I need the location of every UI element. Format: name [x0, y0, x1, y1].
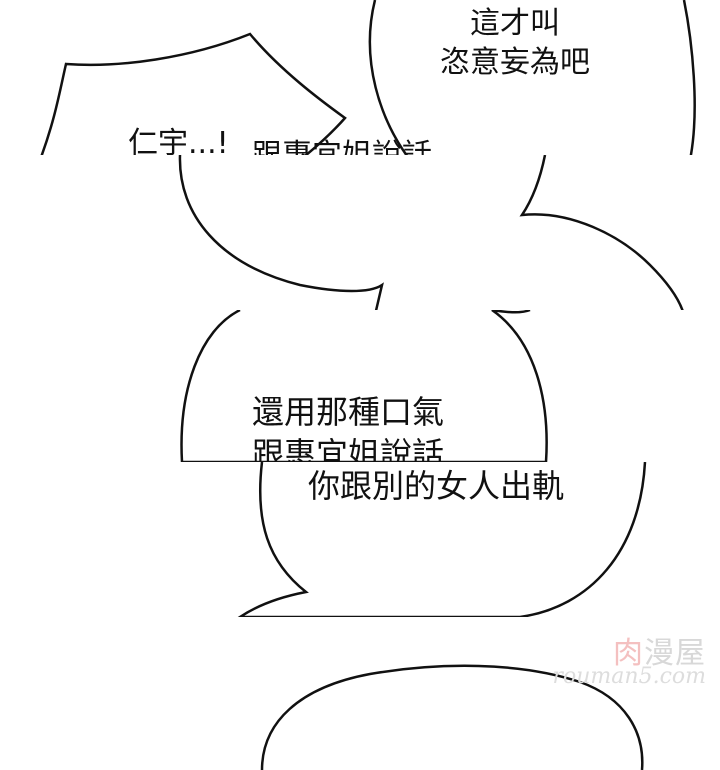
- bubble-line: 恣意妄為吧: [440, 45, 590, 80]
- speech-bubble-top-left: [40, 32, 347, 155]
- speech-bubble-bottom: [260, 664, 644, 770]
- bubble-line: 這才叫: [470, 6, 560, 41]
- bubble-line: 跟惠宜姐說話: [252, 434, 445, 462]
- bubble-text-top-left: 仁宇...!: [128, 124, 229, 155]
- bubble-line: 你跟別的女人出軌: [308, 467, 565, 505]
- panel-top: 這才叫 恣意妄為吧 仁宇...! 跟惠宜姐說話: [0, 0, 720, 155]
- speech-bubble-outline-middle: [180, 310, 548, 462]
- bubble-text-middle: 還用那種口氣 跟惠宜姐說話: [252, 392, 444, 462]
- bubble-line: 跟惠宜姐說話: [252, 136, 432, 155]
- speech-bubble-lower: [237, 462, 647, 617]
- bubble-line: 還用那種口氣: [252, 393, 445, 431]
- bubble-tail-left: [178, 155, 384, 310]
- panel-tails: [0, 155, 720, 310]
- speech-bubble-outline-lower: [237, 462, 647, 617]
- speech-bubble-outline-bottom: [260, 664, 644, 770]
- panel-bottom: [0, 632, 720, 770]
- bubble-text-top-right: 這才叫 恣意妄為吧: [430, 4, 600, 82]
- bubble-text-top-left-2: 跟惠宜姐說話: [252, 136, 432, 155]
- panel-lower: 你跟別的女人出軌: [0, 462, 720, 617]
- bubble-tail-right: [519, 155, 684, 310]
- bubble-line: 仁宇...!: [128, 126, 229, 155]
- bubble-text-lower: 你跟別的女人出軌: [308, 466, 564, 508]
- panel-middle: 還用那種口氣 跟惠宜姐說話: [0, 310, 720, 462]
- speech-bubble-outlines-top: [40, 0, 696, 155]
- speech-bubble-top-right: [368, 0, 696, 155]
- bubble-tail-outlines: [178, 155, 684, 310]
- speech-bubble-middle: [180, 310, 548, 462]
